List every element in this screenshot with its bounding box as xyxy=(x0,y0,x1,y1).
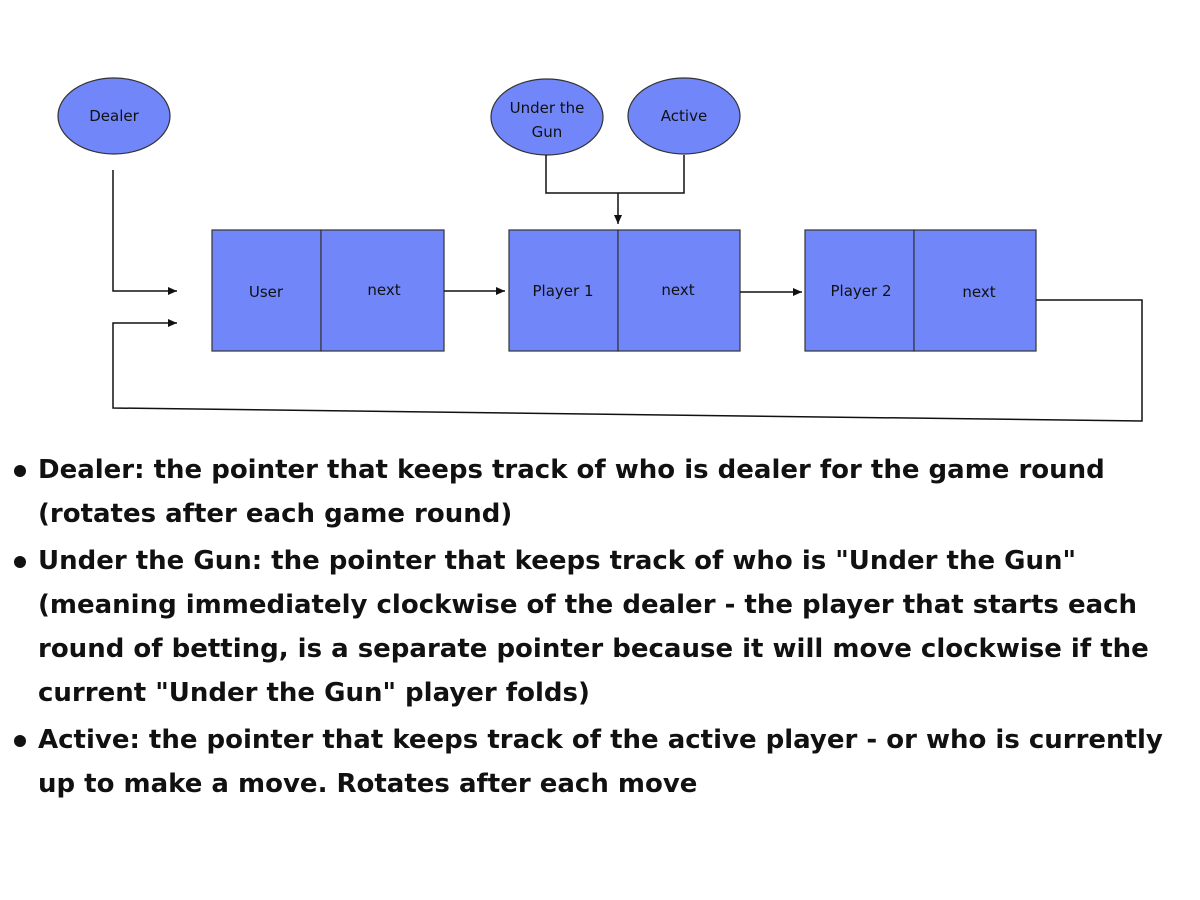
bullet-item-under-the-gun: Under the Gun: the pointer that keeps tr… xyxy=(12,539,1187,715)
explanation-list: Dealer: the pointer that keeps track of … xyxy=(12,448,1187,809)
bullet-icon xyxy=(14,556,26,568)
list-node-user: User next xyxy=(211,229,445,352)
list-node-player-2: Player 2 next xyxy=(804,229,1037,352)
node-next-label: next xyxy=(962,283,995,301)
bullet-text: Active: the pointer that keeps track of … xyxy=(38,725,1163,799)
bullet-icon xyxy=(14,465,26,477)
node-next-label: next xyxy=(661,281,694,299)
under-the-gun-pointer: Under the Gun xyxy=(490,78,604,156)
linked-list-diagram: Dealer Under the Gun Active User next Pl… xyxy=(57,77,1143,422)
active-label: Active xyxy=(661,107,707,125)
list-node-player-1: Player 1 next xyxy=(508,229,741,352)
bullet-icon xyxy=(14,735,26,747)
circular-return-arrow xyxy=(112,299,1143,422)
under-the-gun-label-line2: Gun xyxy=(532,123,563,141)
under-the-gun-connector xyxy=(545,155,685,194)
bullet-text: Under the Gun: the pointer that keeps tr… xyxy=(38,546,1149,708)
node-data-label: Player 1 xyxy=(533,282,594,300)
bullet-item-dealer: Dealer: the pointer that keeps track of … xyxy=(12,448,1187,536)
active-pointer: Active xyxy=(627,77,741,155)
node-next-label: next xyxy=(367,281,400,299)
dealer-label: Dealer xyxy=(89,107,139,125)
dealer-pointer: Dealer xyxy=(57,77,171,155)
dealer-arrow xyxy=(112,170,177,295)
node-data-label: User xyxy=(249,283,284,301)
under-the-gun-label-line1: Under the xyxy=(510,99,585,117)
node-data-label: Player 2 xyxy=(831,282,892,300)
bullet-text: Dealer: the pointer that keeps track of … xyxy=(38,455,1105,529)
bullet-item-active: Active: the pointer that keeps track of … xyxy=(12,718,1187,806)
